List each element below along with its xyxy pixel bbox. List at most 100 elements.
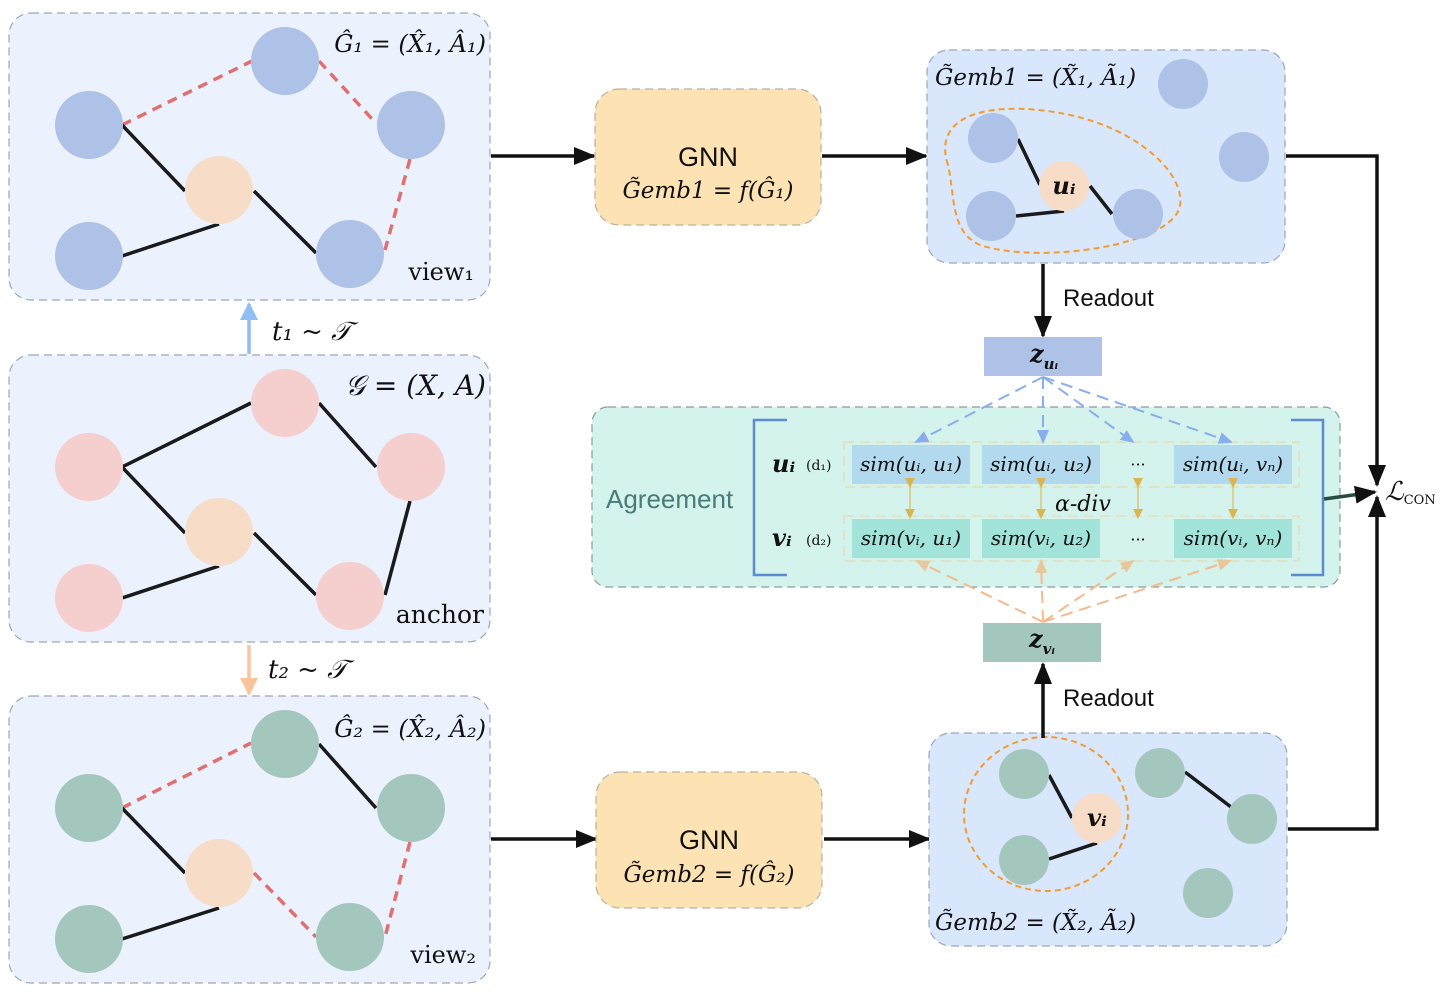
projection-arrow [914, 376, 1044, 443]
view1-formula: Ĝ₁ = (X̂₁, Â₁) [334, 29, 486, 58]
embedding2-formula: G̃emb2 = (X̃₂, Ã₂) [935, 908, 1136, 936]
graph-edge [121, 222, 220, 258]
ellipsis: ··· [1130, 455, 1145, 474]
node-v-label: vᵢ [1087, 803, 1107, 832]
anchor-node-v [1072, 793, 1122, 843]
graph-node [377, 433, 445, 501]
agreement-panel: Agreement uᵢ (d₁) vᵢ (d₂) sim(uᵢ, u₁) si… [591, 406, 1341, 588]
gnn1-title: GNN [678, 142, 738, 172]
anchor-formula: 𝒢 = (X, A) [345, 369, 486, 402]
graph-node [1135, 748, 1185, 798]
graph-edge [317, 742, 378, 810]
row-v-tag: (d₂) [806, 533, 832, 549]
right-bracket [1291, 418, 1325, 577]
view1-label: view₁ [407, 258, 474, 286]
graph-node [251, 369, 319, 437]
projection-arrow [915, 560, 1044, 623]
row-u-label: uᵢ [772, 449, 795, 478]
graph-node [968, 113, 1018, 163]
graph-node [377, 91, 445, 159]
graph-node [1183, 868, 1233, 918]
graph-node [1219, 132, 1269, 182]
z-u-rect [984, 337, 1102, 376]
divergence-label: α-div [1055, 492, 1111, 517]
sim-cell-text: sim(uᵢ, vₙ) [1183, 452, 1283, 476]
graph-edge [121, 906, 220, 941]
graph-node [316, 220, 384, 288]
center-node [185, 839, 253, 907]
graph-node [251, 710, 319, 778]
graph-edge [120, 465, 187, 535]
dropped-edge [121, 59, 253, 127]
graph-edge [1047, 774, 1074, 819]
graph-node [316, 562, 384, 630]
loss-arrow-agreement [1323, 485, 1377, 504]
view2-formula: Ĝ₂ = (X̂₂, Â₂) [334, 714, 486, 743]
graph-node [55, 433, 123, 501]
embedding1-formula: G̃emb1 = (X̃₁, Ã₁) [935, 63, 1136, 91]
graph-node [55, 905, 123, 973]
graph-node [999, 749, 1049, 799]
graph-node [316, 903, 384, 971]
sim-cell-text: sim(uᵢ, u₂) [990, 452, 1092, 476]
left-bracket [752, 418, 787, 577]
anchor-panel: 𝒢 = (X, A) anchor [8, 354, 491, 643]
graph-node [966, 191, 1016, 241]
dropped-edge [121, 741, 252, 810]
gnn1-box [594, 88, 822, 226]
gnn2-title: GNN [679, 825, 739, 855]
row-v-frame [843, 515, 1300, 562]
z-u-projections [914, 376, 1233, 444]
z-u-box: zuᵢ [984, 337, 1102, 376]
z-v-label: zvᵢ [1028, 624, 1055, 658]
loss-arrow-bottom [1288, 495, 1386, 831]
augmentation2-label: t₂ ~ 𝒯 [268, 655, 355, 685]
projection-arrow [1042, 559, 1232, 623]
graph-node [1158, 59, 1208, 109]
graph-node [55, 91, 123, 159]
graph-edge [317, 401, 378, 469]
sim-cell [852, 519, 970, 558]
view2-label: view₂ [409, 941, 476, 969]
graph-node [999, 835, 1049, 885]
row-u-frame [843, 441, 1300, 488]
gnn2-box [595, 771, 823, 909]
z-u-label: zuᵢ [1029, 339, 1059, 373]
gnn1-formula: G̃emb1 = f(Ĝ₁) [622, 177, 793, 204]
node-u-label: uᵢ [1052, 171, 1075, 200]
sim-cell-text: sim(vᵢ, u₂) [991, 526, 1091, 550]
graph-node [1113, 189, 1163, 239]
embedding1-panel: uᵢ G̃emb1 = (X̃₁, Ã₁) [926, 49, 1286, 264]
graph-edge [1048, 841, 1098, 861]
dropped-edge [317, 59, 375, 122]
sim-cell [982, 519, 1100, 558]
graph-edge [121, 564, 220, 600]
readout1-label: Readout [1063, 285, 1154, 312]
graph-edge [383, 500, 412, 596]
gnn-encoder-2: GNN G̃emb2 = f(Ĝ₂) [595, 771, 823, 909]
z-v-rect [983, 623, 1101, 662]
readout-subgraph-outline [944, 107, 1182, 254]
augmentation1-label: t₁ ~ 𝒯 [272, 317, 359, 347]
graph-edge [1015, 209, 1065, 218]
sim-cell-text: sim(vᵢ, vₙ) [1184, 526, 1283, 550]
readout2-label: Readout [1063, 685, 1154, 712]
view2-panel: Ĝ₂ = (X̂₂, Â₂) view₂ [8, 695, 491, 984]
sim-cell-text: sim(vᵢ, u₁) [861, 526, 961, 550]
row-u-tag: (d₁) [806, 458, 832, 474]
graph-edge [120, 806, 187, 875]
row-v-label: vᵢ [772, 523, 792, 552]
anchor-label: anchor [396, 600, 484, 629]
ellipsis: ··· [1130, 530, 1145, 549]
view1-panel: Ĝ₁ = (X̂₁, Â₁) view₁ [8, 12, 491, 301]
graph-edge [1183, 770, 1233, 809]
sim-cell [1174, 445, 1292, 484]
gnn-encoder-1: GNN G̃emb1 = f(Ĝ₁) [594, 88, 822, 226]
graph-edge [252, 189, 318, 255]
agreement-panel-bg [591, 406, 1341, 588]
anchor-node-u [1039, 161, 1089, 211]
graph-node [55, 222, 123, 290]
graph-edge [1088, 184, 1114, 216]
z-v-box: zvᵢ [983, 623, 1101, 662]
graph-node [251, 27, 319, 95]
